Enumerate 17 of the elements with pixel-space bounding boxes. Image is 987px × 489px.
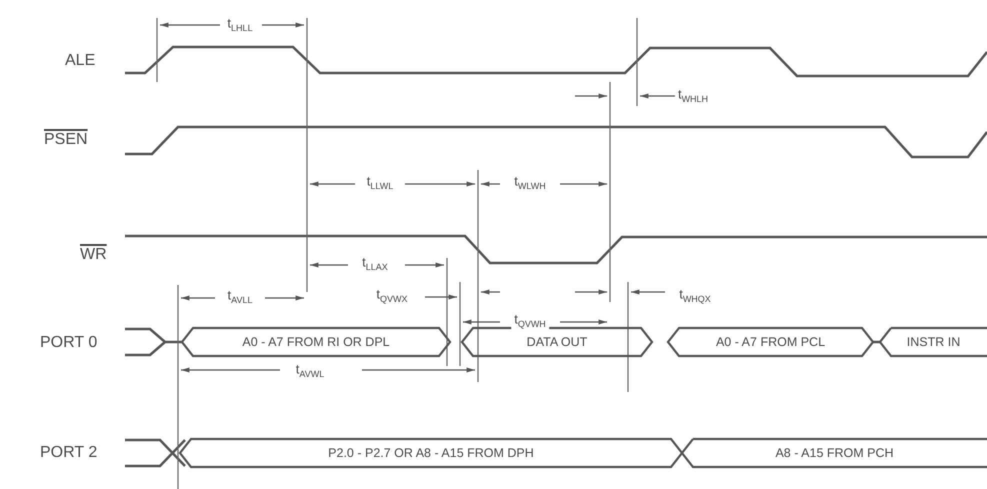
signal-name: PORT 0 [40,334,98,352]
signal-name: WR [80,246,107,264]
bus-label: DATA OUT [526,335,588,349]
bus-segment [182,328,450,356]
bus-label: A8 - A15 FROM PCH [775,446,894,460]
bus-segment [462,328,652,356]
signal-name: PORT 2 [40,444,98,462]
bus-label: A0 - A7 FROM PCL [716,335,826,349]
bus-segment [668,328,873,356]
signal-name: PSEN [44,131,88,149]
bus-label: INSTR IN [906,335,960,349]
bus-segment [682,439,987,467]
bus-label: A0 - A7 FROM RI OR DPL [242,335,390,349]
bus-label: P2.0 - P2.7 OR A8 - A15 FROM DPH [328,446,534,460]
bus-segment [180,439,682,467]
signal-name: ALE [65,52,96,70]
bus-segment [880,328,987,356]
